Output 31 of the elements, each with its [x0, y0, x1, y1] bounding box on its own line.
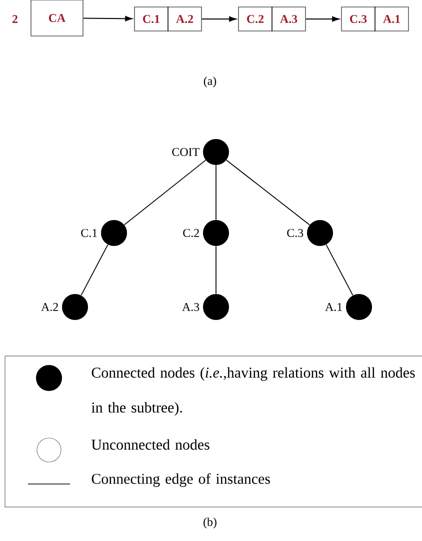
panel-caption: (b) — [204, 518, 216, 528]
list-number: 2 — [12, 15, 18, 23]
node-label: COIT — [172, 148, 200, 156]
tree-node-circle — [203, 220, 229, 246]
tree-node-circle — [203, 294, 229, 320]
list-item-box: C.3 A.1 — [341, 6, 409, 32]
legend-text: Connected nodes (i.e.,having relations with all nodes in the subtree). — [92, 367, 415, 416]
node-label: A.3 — [182, 302, 200, 312]
tree-node-circle — [101, 220, 127, 246]
arrow — [305, 16, 340, 22]
tree-node-circle — [346, 294, 372, 320]
tree-node-circle — [307, 220, 333, 246]
node-label: C.3 — [287, 228, 304, 238]
list-item-box: C.2 A.3 — [238, 6, 306, 32]
tree-edge — [226, 160, 310, 226]
node-label: C.1 — [81, 228, 97, 238]
list-item-box: C.1 A.2 — [134, 6, 202, 32]
node-label: A.2 — [41, 302, 58, 312]
node-label: A.1 — [325, 302, 342, 312]
tree-node-circle — [62, 294, 88, 320]
tree-edge — [326, 244, 354, 296]
arrow — [82, 16, 132, 22]
node-label: C.2 — [183, 228, 199, 238]
tree-edge — [124, 160, 206, 226]
list-head-box: CA — [30, 0, 84, 36]
panel-caption: (a) — [204, 76, 216, 88]
tree-edge — [80, 244, 108, 296]
tree-node-circle — [203, 139, 229, 165]
legend-text: Connecting edge of instances — [92, 473, 270, 487]
legend-text: Unconnected nodes — [92, 439, 210, 450]
arrow — [201, 16, 236, 22]
